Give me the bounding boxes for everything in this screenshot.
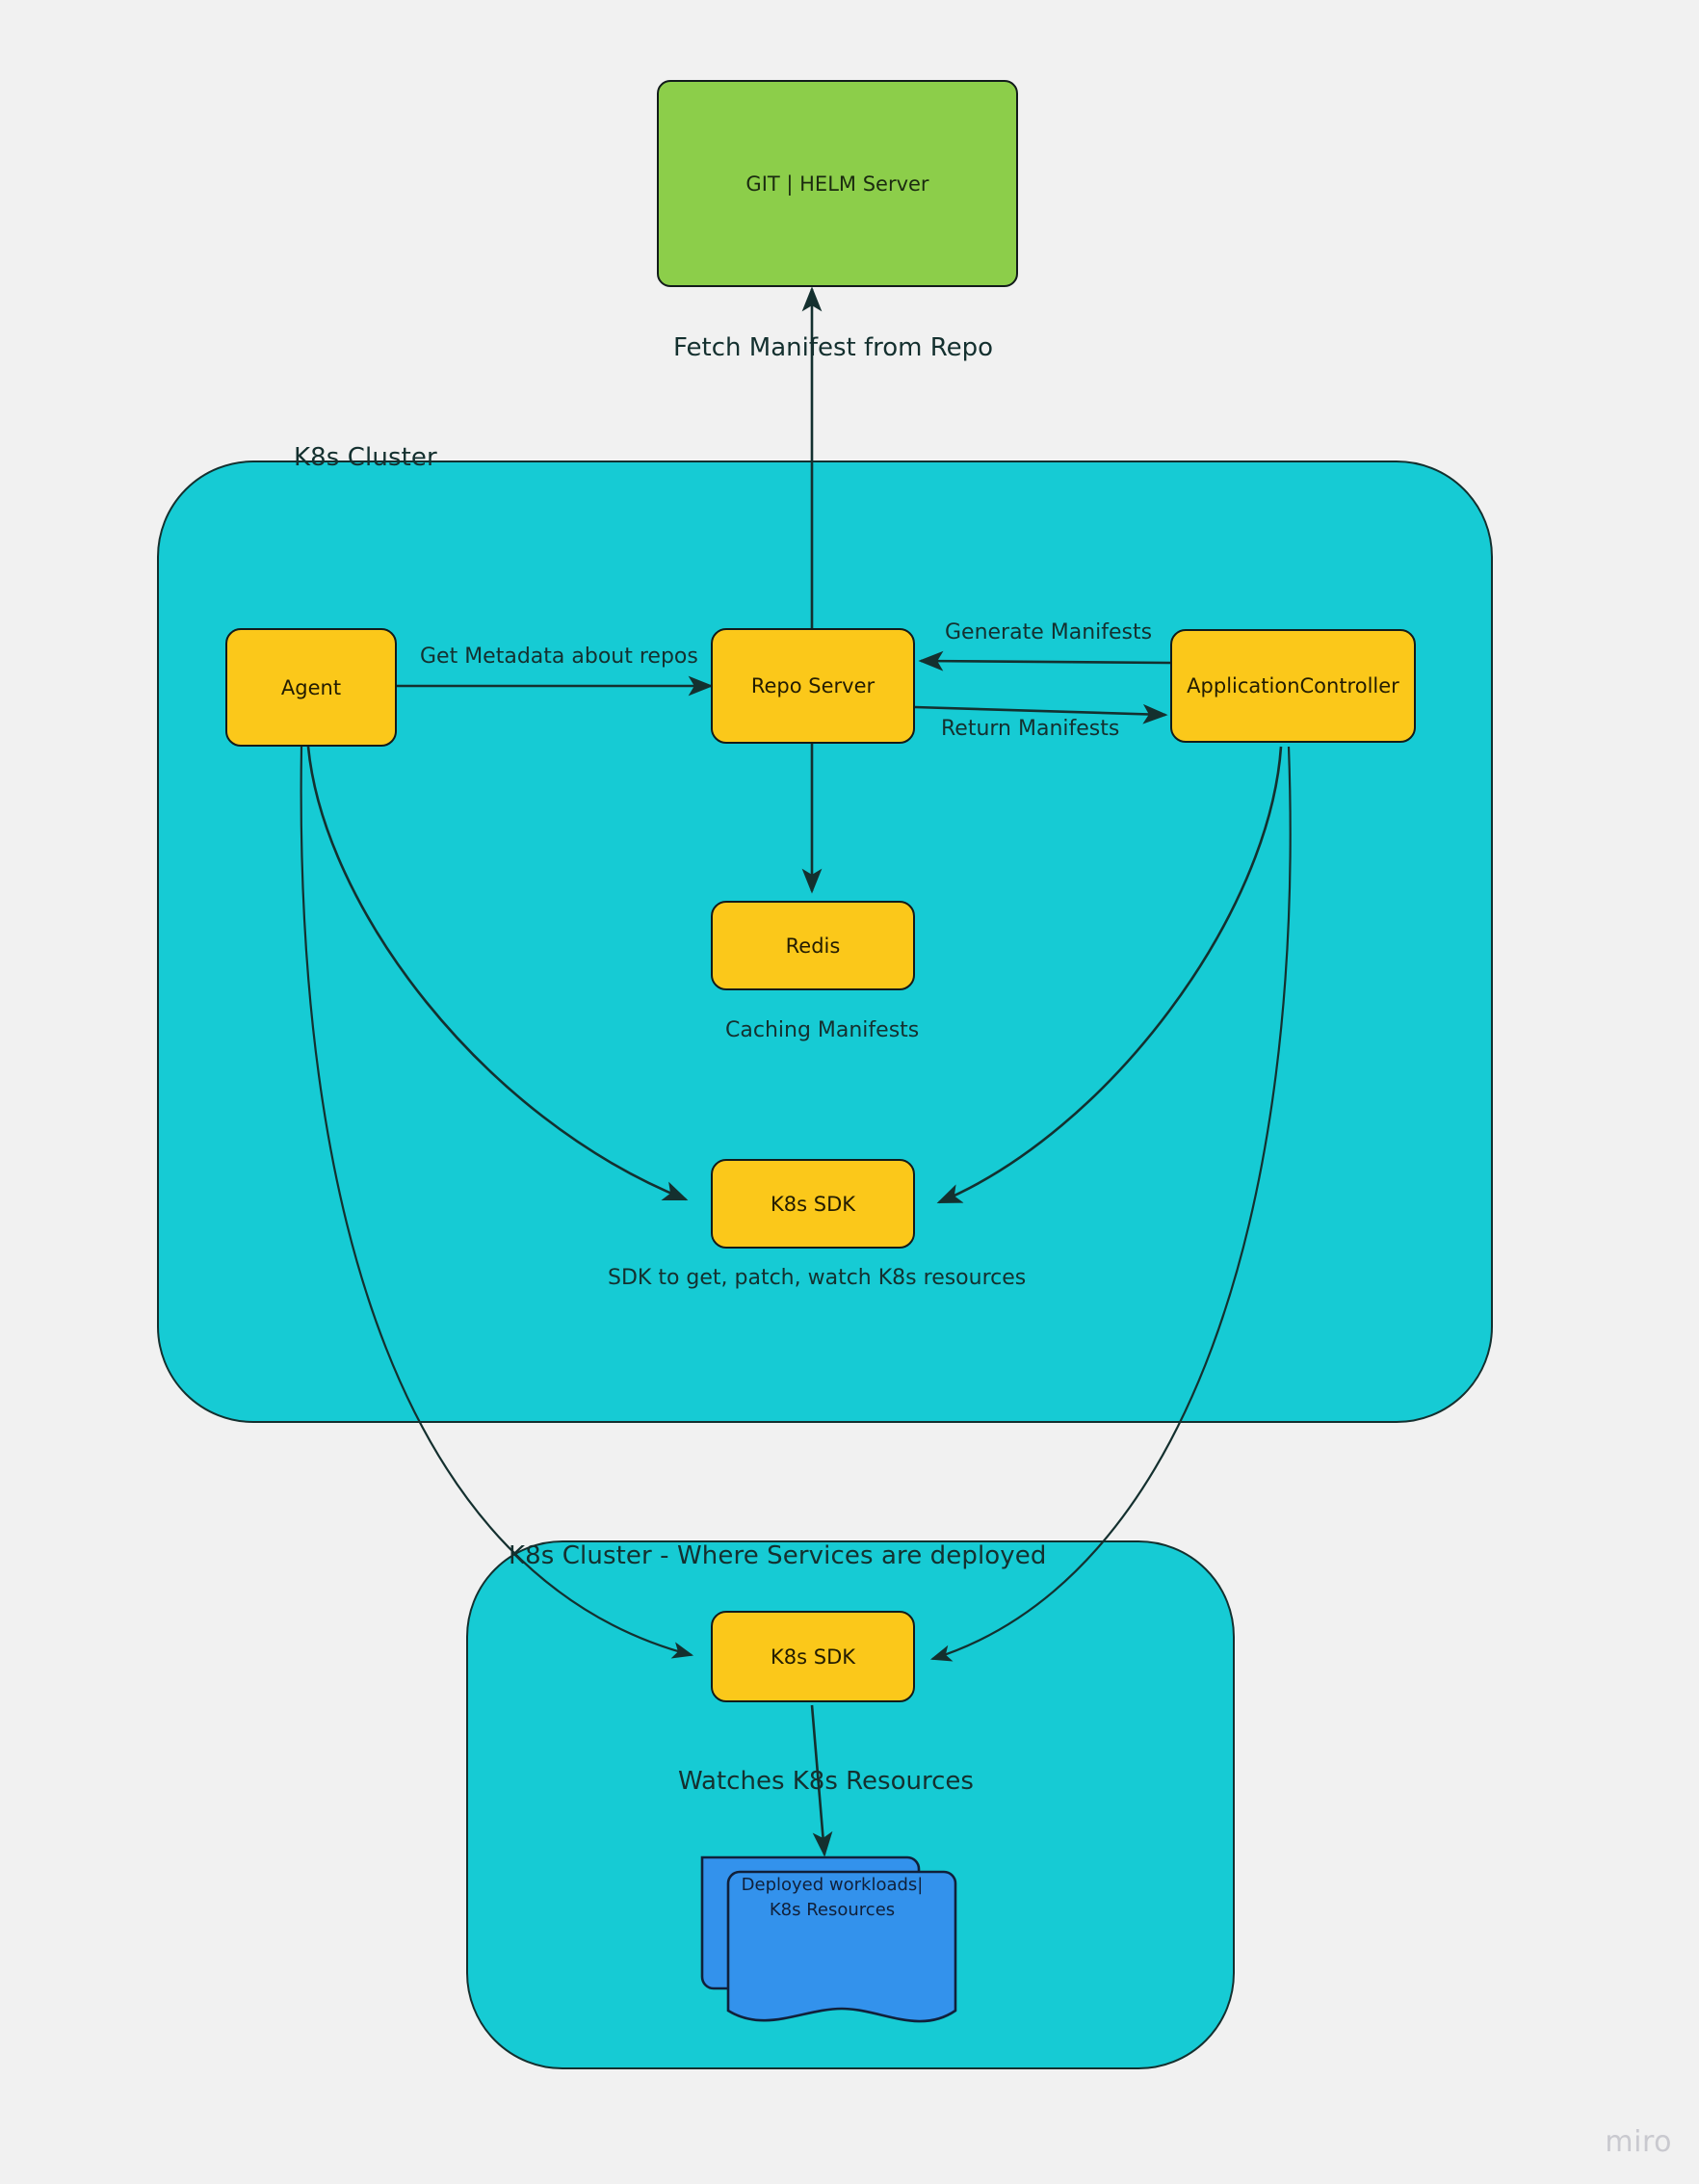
node-git-helm-server[interactable]: GIT | HELM Server — [657, 80, 1018, 287]
node-repo-server-label: Repo Server — [750, 674, 876, 697]
node-deployed-workloads-label: Deployed workloads| K8s Resources — [741, 1875, 924, 1921]
node-application-controller[interactable]: ApplicationController — [1170, 629, 1416, 743]
node-k8s-sdk-lower[interactable]: K8s SDK — [711, 1611, 915, 1702]
node-agent[interactable]: Agent — [225, 628, 397, 747]
node-redis[interactable]: Redis — [711, 901, 915, 990]
node-git-helm-server-label: GIT | HELM Server — [745, 171, 929, 196]
edge-label-watches-k8s-resources: Watches K8s Resources — [678, 1767, 974, 1796]
edge-label-caching-manifests: Caching Manifests — [725, 1018, 920, 1042]
node-k8s-sdk-upper-label: K8s SDK — [770, 1192, 856, 1216]
edge-label-get-metadata: Get Metadata about repos — [420, 645, 698, 669]
edge-label-sdk-description: SDK to get, patch, watch K8s resources — [608, 1266, 1027, 1290]
node-redis-label: Redis — [785, 934, 841, 958]
node-k8s-sdk-upper[interactable]: K8s SDK — [711, 1159, 915, 1249]
edge-label-fetch-manifest: Fetch Manifest from Repo — [673, 333, 994, 362]
edge-label-generate-manifests: Generate Manifests — [945, 620, 1153, 645]
node-application-controller-label: ApplicationController — [1187, 674, 1399, 697]
cluster-lower-label: K8s Cluster - Where Services are deploye… — [509, 1541, 1047, 1570]
node-agent-label: Agent — [280, 675, 342, 699]
cluster-upper-label: K8s Cluster — [294, 443, 437, 472]
node-k8s-sdk-lower-label: K8s SDK — [770, 1645, 856, 1669]
miro-watermark: miro — [1605, 2125, 1672, 2159]
workload-sheet-front — [726, 1870, 957, 2023]
node-repo-server[interactable]: Repo Server — [711, 628, 915, 744]
edge-label-return-manifests: Return Manifests — [941, 717, 1120, 741]
